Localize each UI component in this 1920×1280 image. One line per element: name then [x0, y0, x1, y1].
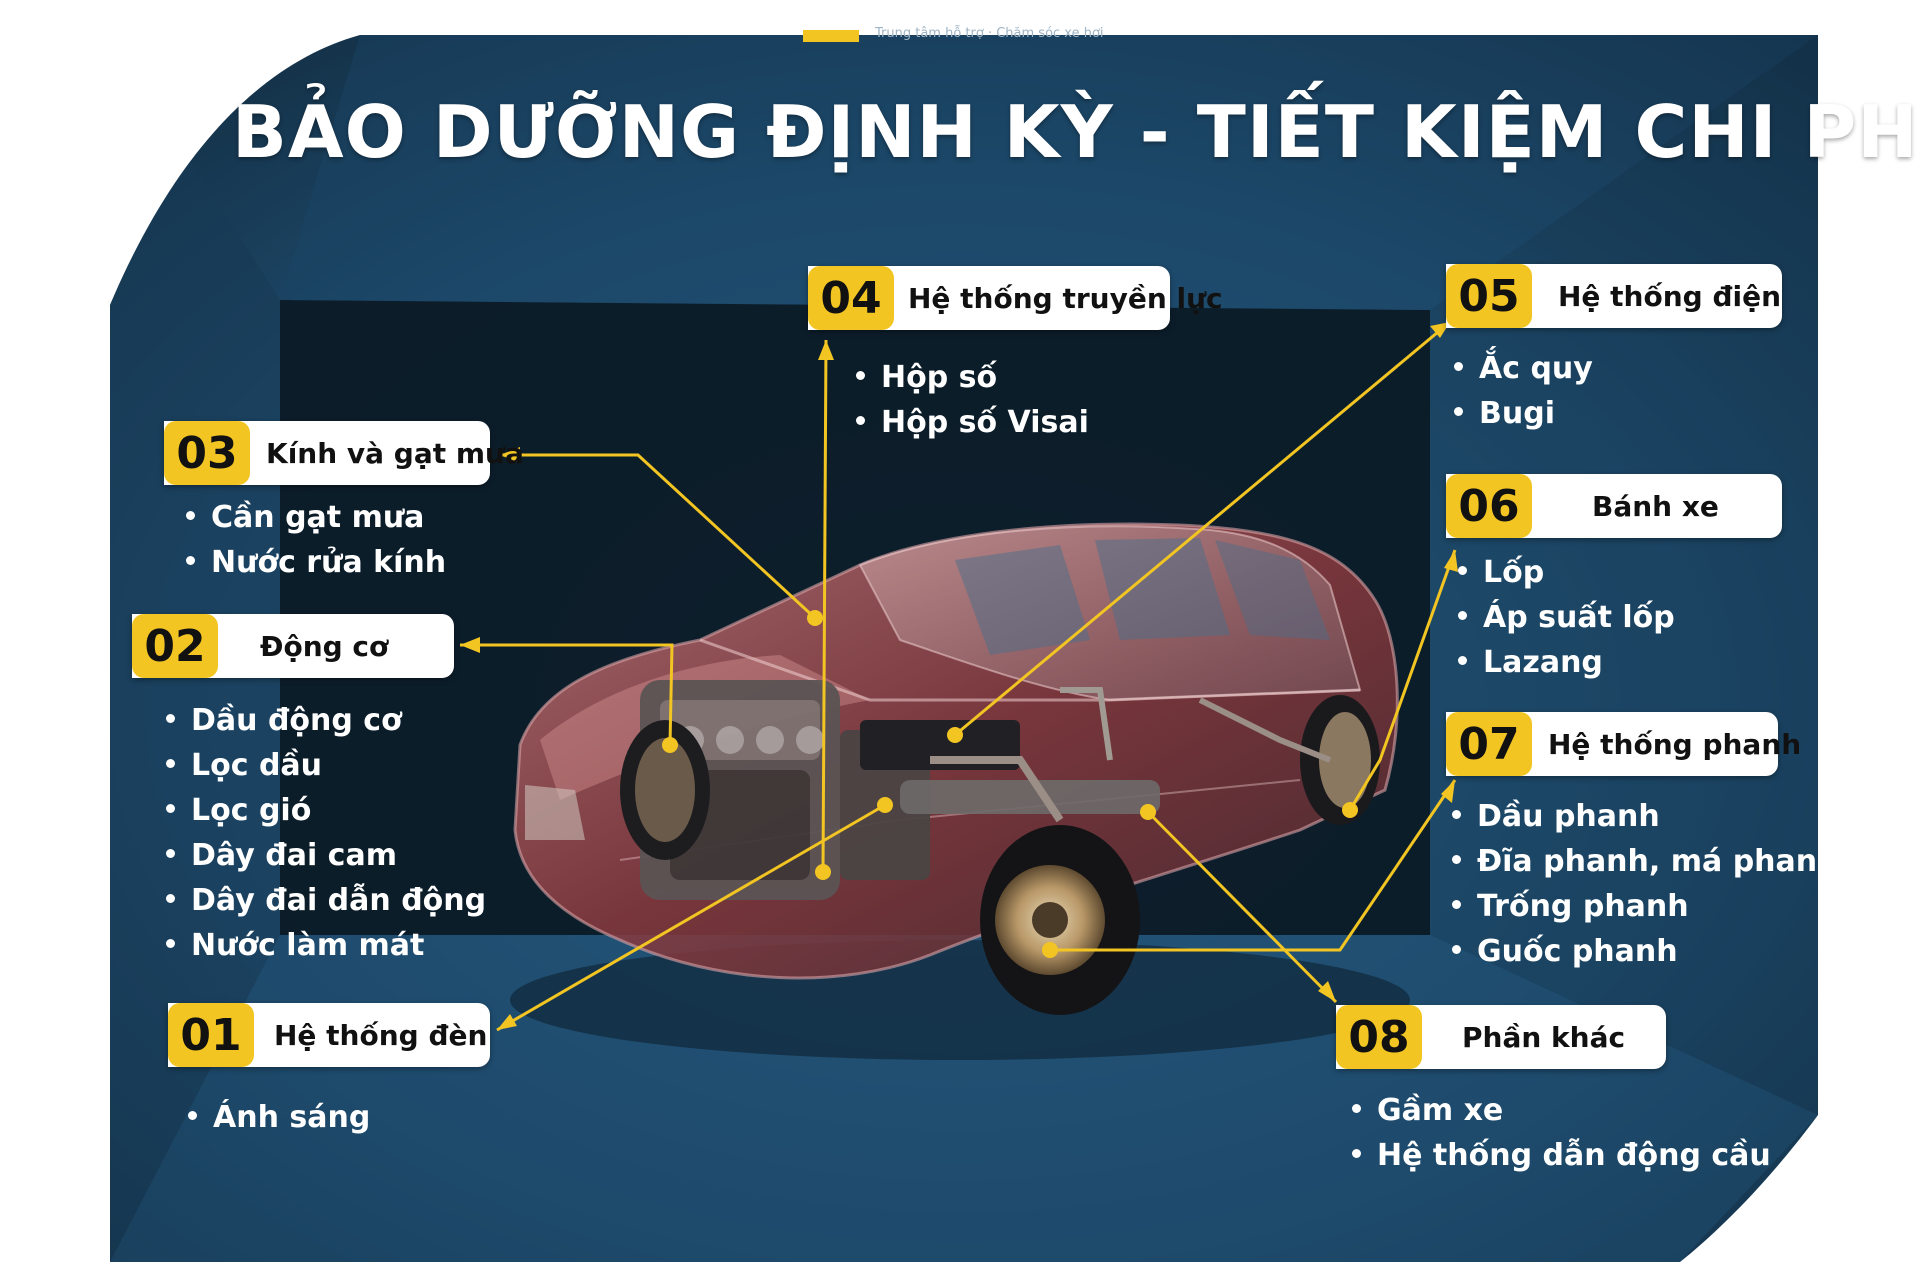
list-item: Ánh sáng: [188, 1095, 370, 1140]
list-item: Hệ thống dẫn động cầu: [1352, 1133, 1771, 1178]
list-item: Gầm xe: [1352, 1088, 1771, 1133]
connector-endpoints: [662, 610, 1358, 958]
label-number: 07: [1446, 712, 1532, 776]
label-01-he-thong-den: 01 Hệ thống đèn: [168, 1003, 490, 1067]
label-08-phan-khac: 08 Phần khác: [1336, 1005, 1666, 1069]
list-01: Ánh sáng: [188, 1095, 370, 1140]
label-04-he-thong-truyen-luc: 04 Hệ thống truyền lực: [808, 266, 1223, 330]
label-number: 08: [1336, 1005, 1422, 1069]
connector-arrowheads: [460, 322, 1458, 1030]
label-07-he-thong-phanh: 07 Hệ thống phanh: [1446, 712, 1801, 776]
list-item: Áp suất lốp: [1458, 595, 1675, 640]
list-item: Ắc quy: [1454, 346, 1593, 391]
list-item: Hộp số: [856, 355, 1089, 400]
list-item: Lọc gió: [166, 788, 486, 833]
label-number: 05: [1446, 264, 1532, 328]
list-item: Nước làm mát: [166, 923, 486, 968]
list-item: Nước rửa kính: [186, 540, 446, 585]
list-08: Gầm xe Hệ thống dẫn động cầu: [1352, 1088, 1771, 1178]
list-item: Dầu phanh: [1452, 794, 1838, 839]
page-title: BẢO DƯỠNG ĐỊNH KỲ - TIẾT KIỆM CHI PHÍ: [232, 90, 1920, 174]
label-06-banh-xe: 06 Bánh xe: [1446, 474, 1782, 538]
list-05: Ắc quy Bugi: [1454, 346, 1593, 436]
list-item: Bugi: [1454, 391, 1593, 436]
label-title: Bánh xe: [1592, 489, 1719, 523]
label-number: 03: [164, 421, 250, 485]
list-item: Dây đai dẫn động: [166, 878, 486, 923]
label-number: 01: [168, 1003, 254, 1067]
list-item: Dầu động cơ: [166, 698, 486, 743]
list-item: Lọc dầu: [166, 743, 486, 788]
label-number: 02: [132, 614, 218, 678]
top-accent-bar: [803, 30, 859, 42]
list-item: Cần gạt mưa: [186, 495, 446, 540]
list-item: Lốp: [1458, 550, 1675, 595]
label-title: Hệ thống truyền lực: [908, 281, 1223, 315]
label-title: Động cơ: [260, 629, 389, 663]
list-07: Dầu phanh Đĩa phanh, má phanh Trống phan…: [1452, 794, 1838, 974]
list-item: Lazang: [1458, 640, 1675, 685]
list-03: Cần gạt mưa Nước rửa kính: [186, 495, 446, 585]
label-03-kinh-va-gat-mua: 03 Kính và gạt mưa: [164, 421, 524, 485]
label-title: Hệ thống đèn: [274, 1018, 488, 1052]
connector-lines: [460, 320, 1457, 1032]
label-title: Hệ thống phanh: [1548, 727, 1802, 761]
top-small-text: Trung tâm hỗ trợ · Chăm sóc xe hơi: [875, 26, 1104, 41]
label-05-he-thong-dien: 05 Hệ thống điện: [1446, 264, 1782, 328]
label-02-dong-co: 02 Động cơ: [132, 614, 454, 678]
list-item: Guốc phanh: [1452, 929, 1838, 974]
car-cutaway-illustration: [510, 522, 1410, 1060]
list-06: Lốp Áp suất lốp Lazang: [1458, 550, 1675, 685]
label-title: Kính và gạt mưa: [266, 436, 524, 470]
list-04: Hộp số Hộp số Visai: [856, 355, 1089, 445]
list-item: Đĩa phanh, má phanh: [1452, 839, 1838, 884]
list-item: Hộp số Visai: [856, 400, 1089, 445]
list-item: Trống phanh: [1452, 884, 1838, 929]
label-title: Hệ thống điện: [1558, 279, 1782, 313]
list-02: Dầu động cơ Lọc dầu Lọc gió Dây đai cam …: [166, 698, 486, 968]
list-item: Dây đai cam: [166, 833, 486, 878]
label-title: Phần khác: [1462, 1020, 1626, 1054]
label-number: 04: [808, 266, 894, 330]
label-number: 06: [1446, 474, 1532, 538]
